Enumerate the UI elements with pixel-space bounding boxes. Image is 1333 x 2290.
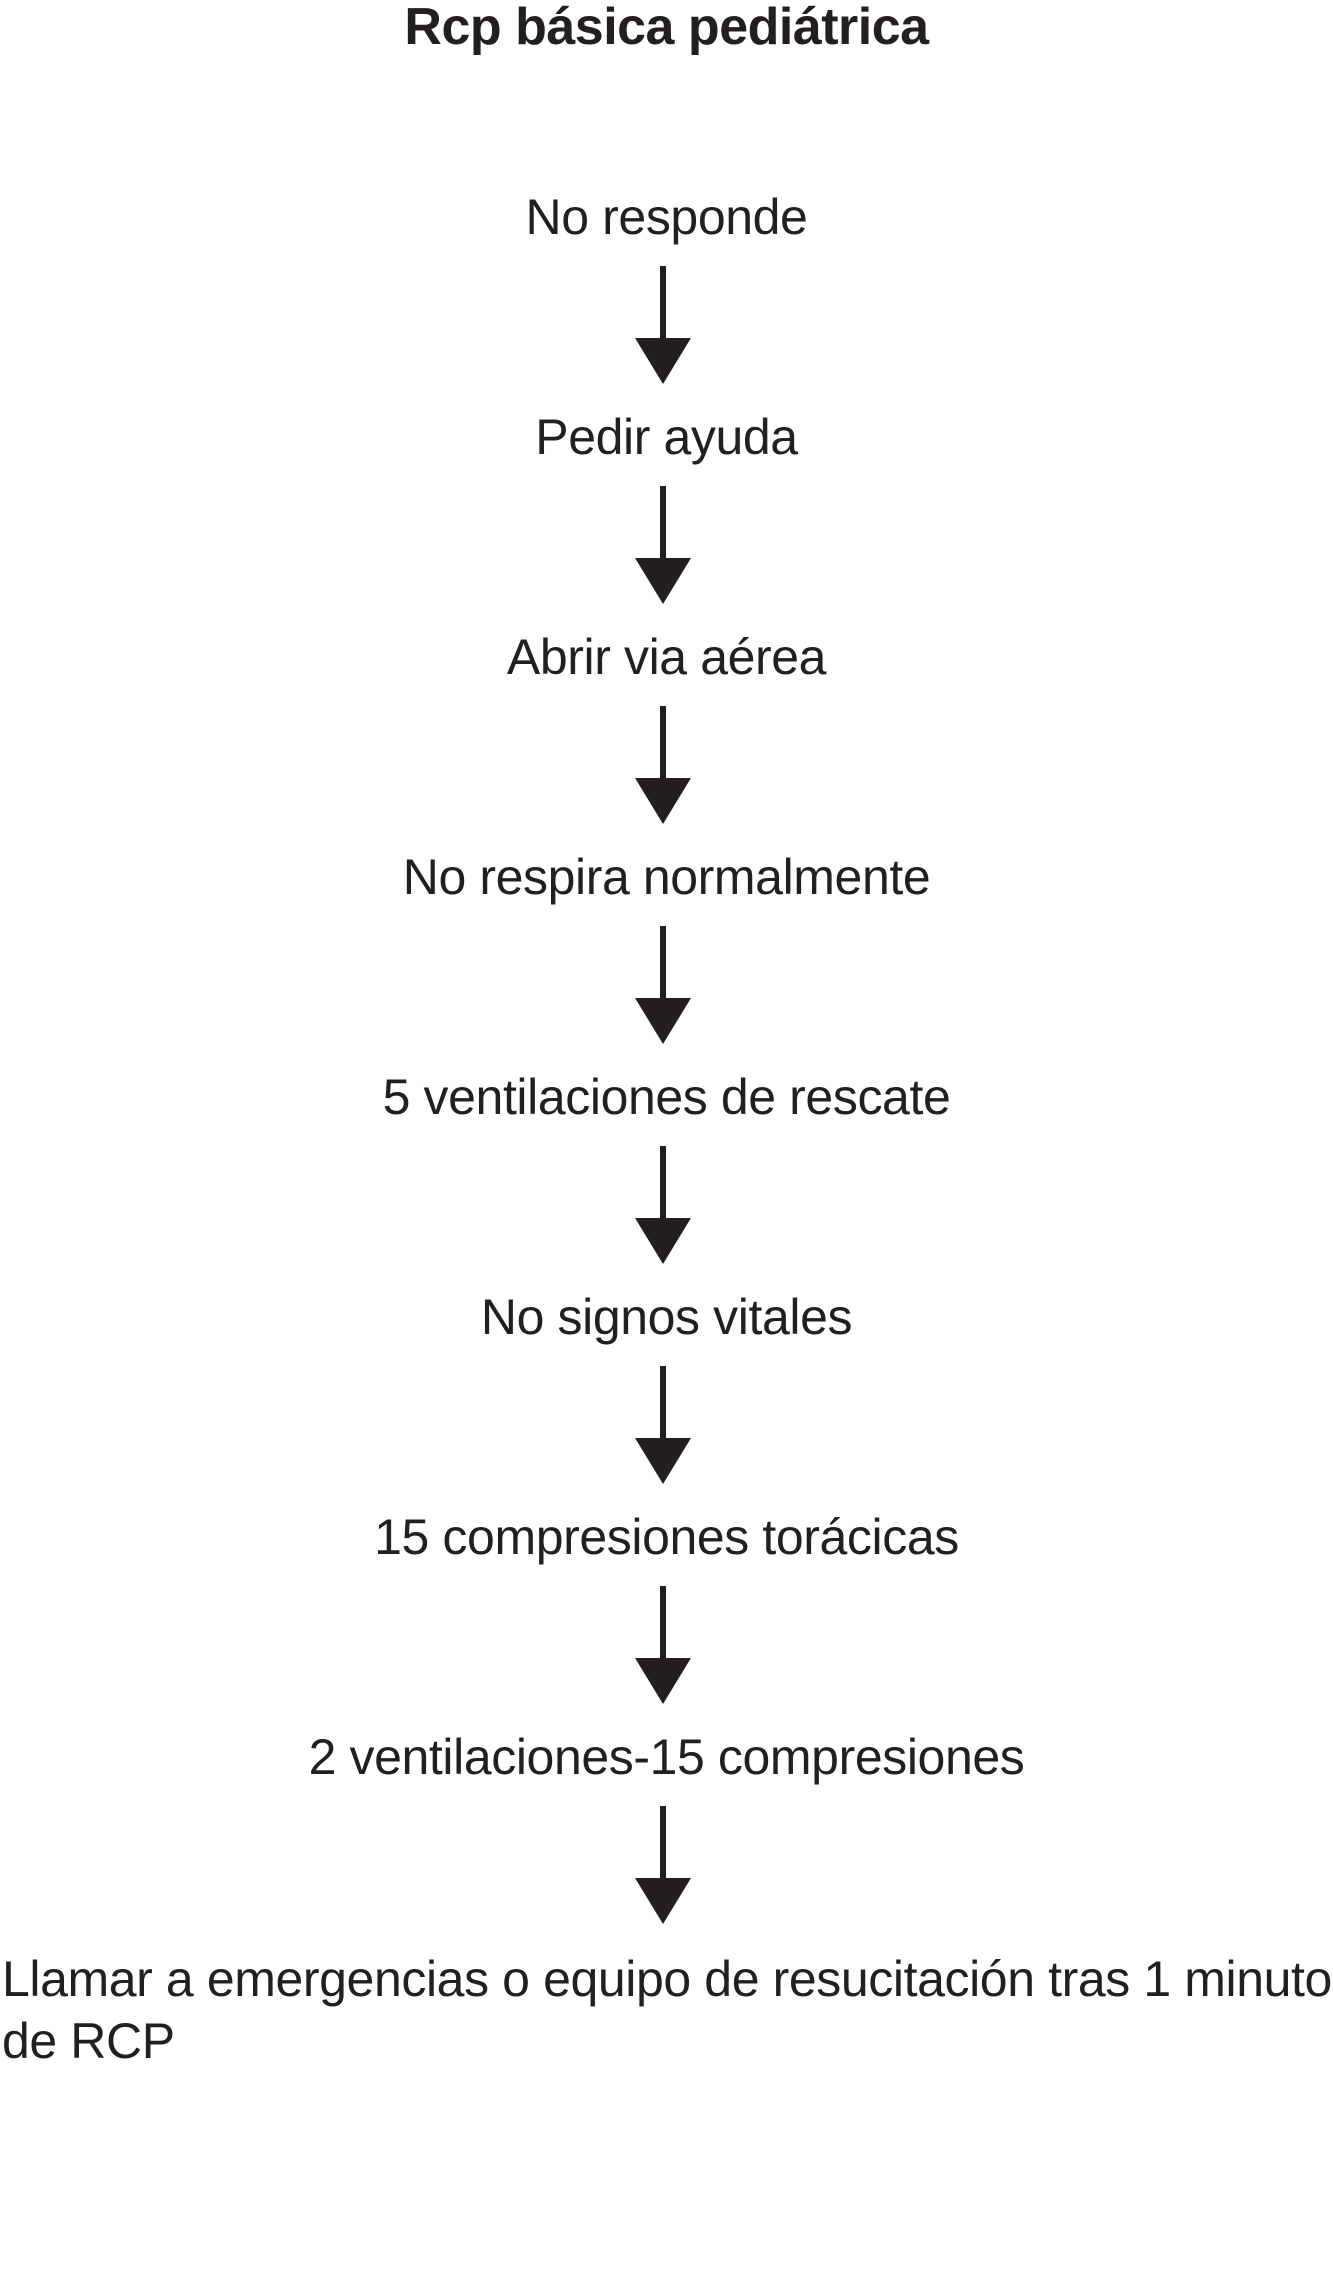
arrow-down-icon-2 — [633, 486, 693, 606]
flow-step-no-respira-normalmente: No respira normalmente — [402, 849, 931, 905]
flow-step-llamar-a-emergencias: Llamar a emergencias o equipo de resucit… — [2, 1951, 1332, 2069]
flow-step-abrir-via-aerea: Abrir via aérea — [506, 629, 827, 685]
flow-step-pedir-ayuda: Pedir ayuda — [535, 409, 798, 465]
flow-step-2-ventilaciones-15-compresiones: 2 ventilaciones-15 compresiones — [308, 1729, 1025, 1785]
flow-step-no-responde: No responde — [525, 189, 808, 245]
flow-step-5-ventilaciones-de-rescate: 5 ventilaciones de rescate — [382, 1069, 951, 1125]
arrow-down-icon-4 — [633, 926, 693, 1046]
arrow-down-icon-8 — [633, 1806, 693, 1926]
arrow-down-icon-5 — [633, 1146, 693, 1266]
arrow-down-icon-1 — [633, 266, 693, 386]
arrow-down-icon-3 — [633, 706, 693, 826]
page-title: Rcp básica pediátrica — [404, 0, 929, 56]
flow-step-15-compresiones-toracicas: 15 compresiones torácicas — [374, 1509, 959, 1565]
flow-step-no-signos-vitales: No signos vitales — [480, 1289, 853, 1345]
arrow-down-icon-7 — [633, 1586, 693, 1706]
arrow-down-icon-6 — [633, 1366, 693, 1486]
